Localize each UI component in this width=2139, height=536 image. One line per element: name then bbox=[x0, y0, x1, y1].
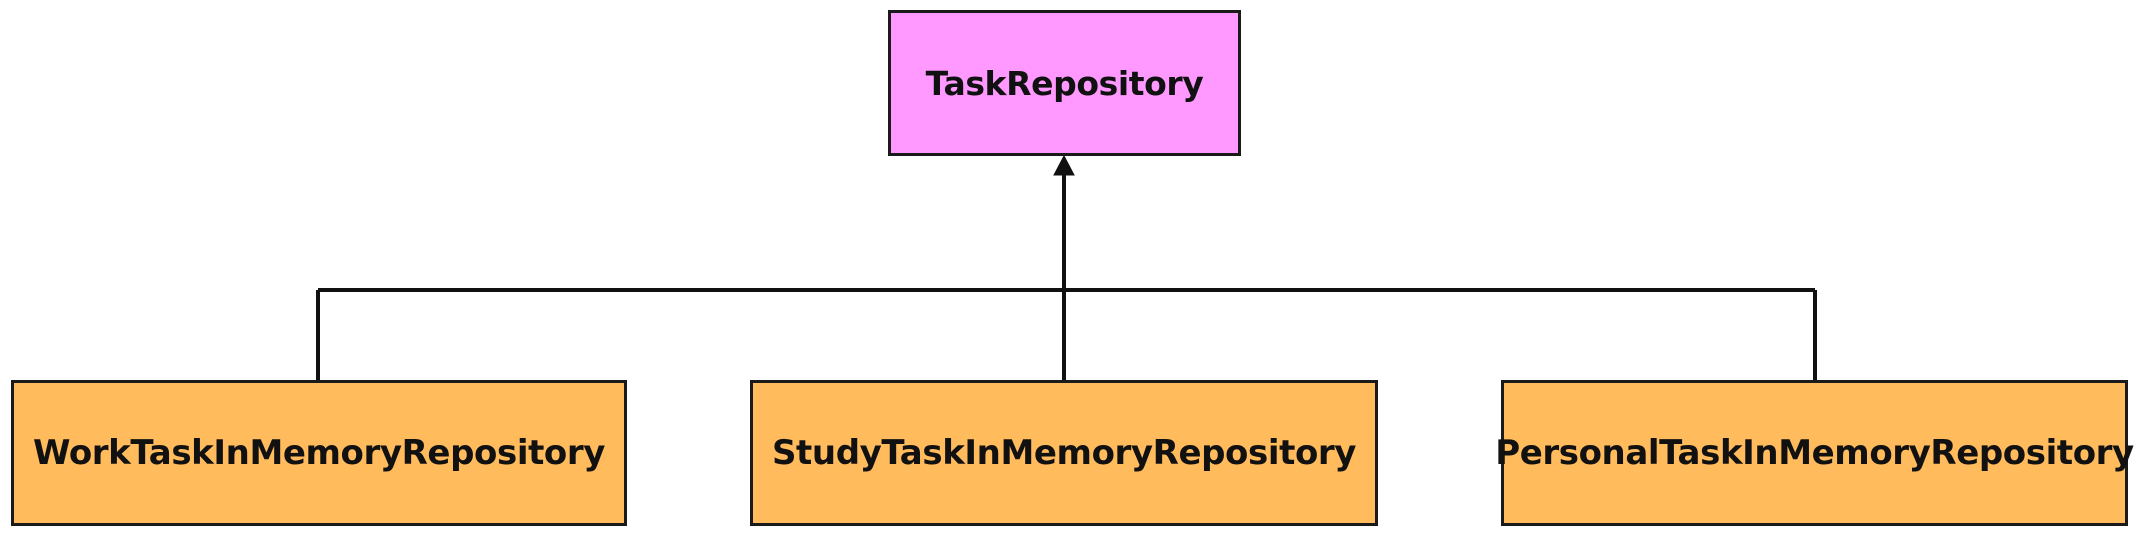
study-task-repository-node: StudyTaskInMemoryRepository bbox=[750, 380, 1378, 526]
generalization-arrowhead bbox=[1053, 154, 1075, 176]
work-task-repository-label: WorkTaskInMemoryRepository bbox=[32, 433, 606, 473]
personal-task-repository-label: PersonalTaskInMemoryRepository bbox=[1495, 433, 2134, 473]
work-task-repository-node: WorkTaskInMemoryRepository bbox=[11, 380, 627, 526]
personal-task-repository-node: PersonalTaskInMemoryRepository bbox=[1495, 380, 2134, 526]
task-repository-label: TaskRepository bbox=[925, 63, 1204, 103]
task-repository-node: TaskRepository bbox=[888, 10, 1241, 156]
study-task-repository-label: StudyTaskInMemoryRepository bbox=[771, 433, 1357, 473]
